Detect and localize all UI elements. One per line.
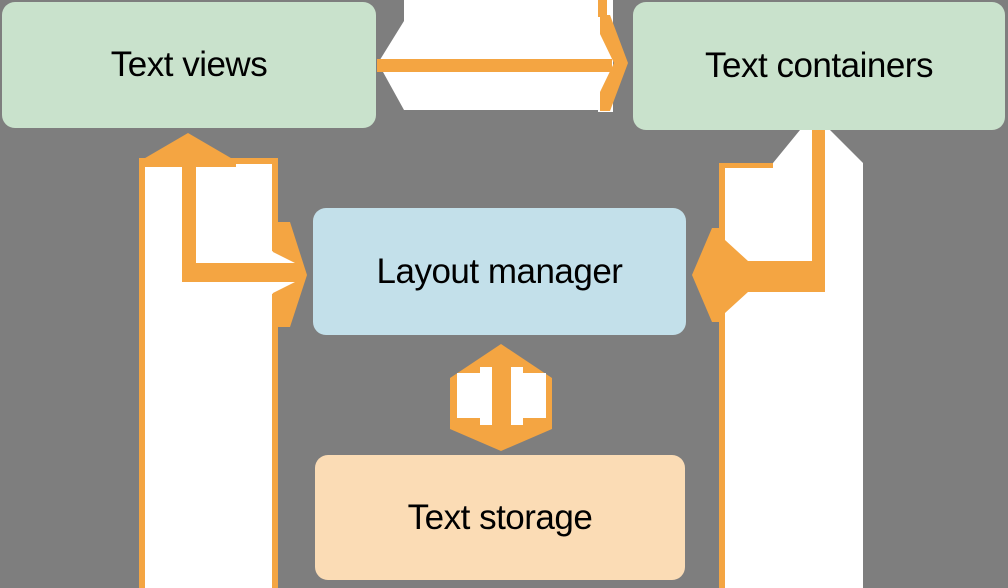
arrow-tail-strip xyxy=(598,0,607,17)
box-text-containers-label: Text containers xyxy=(705,46,933,85)
box-text-views-label: Text views xyxy=(110,45,268,84)
box-text-views: Text views xyxy=(2,2,376,128)
double-arrow-inset-right xyxy=(511,367,546,425)
box-layout-manager: Layout manager xyxy=(313,208,686,335)
box-layout-manager-label: Layout manager xyxy=(376,251,623,291)
box-text-storage-label: Text storage xyxy=(407,497,593,537)
arrow-down-and-left-icon xyxy=(692,130,825,322)
box-text-storage: Text storage xyxy=(315,455,685,580)
double-arrow-icon xyxy=(450,344,552,451)
casing-column xyxy=(725,130,863,588)
casing-outline-top xyxy=(719,163,773,168)
arrow-up-and-right-icon xyxy=(140,133,307,327)
arrow-containers-to-layoutmanager xyxy=(692,130,863,588)
double-arrow-inset-left xyxy=(457,367,492,425)
casing-outline-left xyxy=(719,163,725,588)
casing-column xyxy=(145,164,272,588)
arrow-casing xyxy=(378,0,598,110)
arrow-views-to-containers xyxy=(377,0,628,112)
arrowhead-right-icon xyxy=(600,15,628,111)
box-text-containers: Text containers xyxy=(633,2,1005,130)
arrow-shaft xyxy=(377,59,612,72)
arrow-up-textviews-and-right-layoutmanager xyxy=(139,133,307,588)
arrow-layoutmanager-textstorage xyxy=(450,344,552,451)
